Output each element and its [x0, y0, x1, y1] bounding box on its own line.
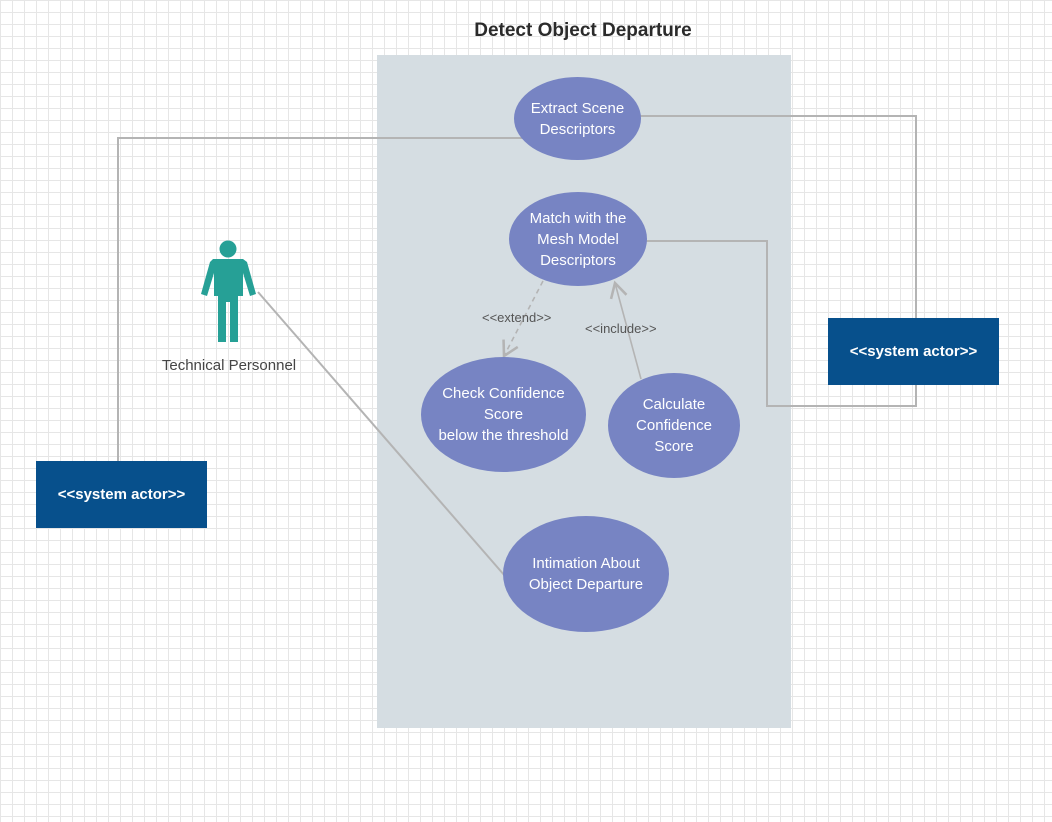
- connector-person-to-intimation: [257, 291, 506, 577]
- person-actor-icon[interactable]: [199, 240, 259, 344]
- use-case-extract-scene-descriptors[interactable]: Extract Scene Descriptors: [514, 77, 641, 160]
- include-label: <<include>>: [585, 321, 657, 336]
- use-case-calculate-confidence-score[interactable]: Calculate Confidence Score: [608, 373, 740, 478]
- use-case-intimation-object-departure[interactable]: Intimation About Object Departure: [503, 516, 669, 632]
- system-actor-left[interactable]: <<system actor>>: [36, 461, 207, 528]
- include-arrow: [609, 280, 642, 380]
- connector-extract-to-right-actor: [640, 115, 917, 318]
- connector-match-to-right-actor: [646, 240, 917, 407]
- use-case-check-confidence-score[interactable]: Check Confidence Score below the thresho…: [421, 357, 586, 472]
- extend-label: <<extend>>: [482, 310, 552, 325]
- diagram-title: Detect Object Departure: [474, 20, 692, 41]
- system-actor-right[interactable]: <<system actor>>: [828, 318, 999, 385]
- technical-personnel-label: Technical Personnel: [161, 357, 297, 374]
- connector-left-actor-to-extract: [117, 137, 524, 461]
- use-case-match-mesh-model[interactable]: Match with the Mesh Model Descriptors: [509, 192, 647, 286]
